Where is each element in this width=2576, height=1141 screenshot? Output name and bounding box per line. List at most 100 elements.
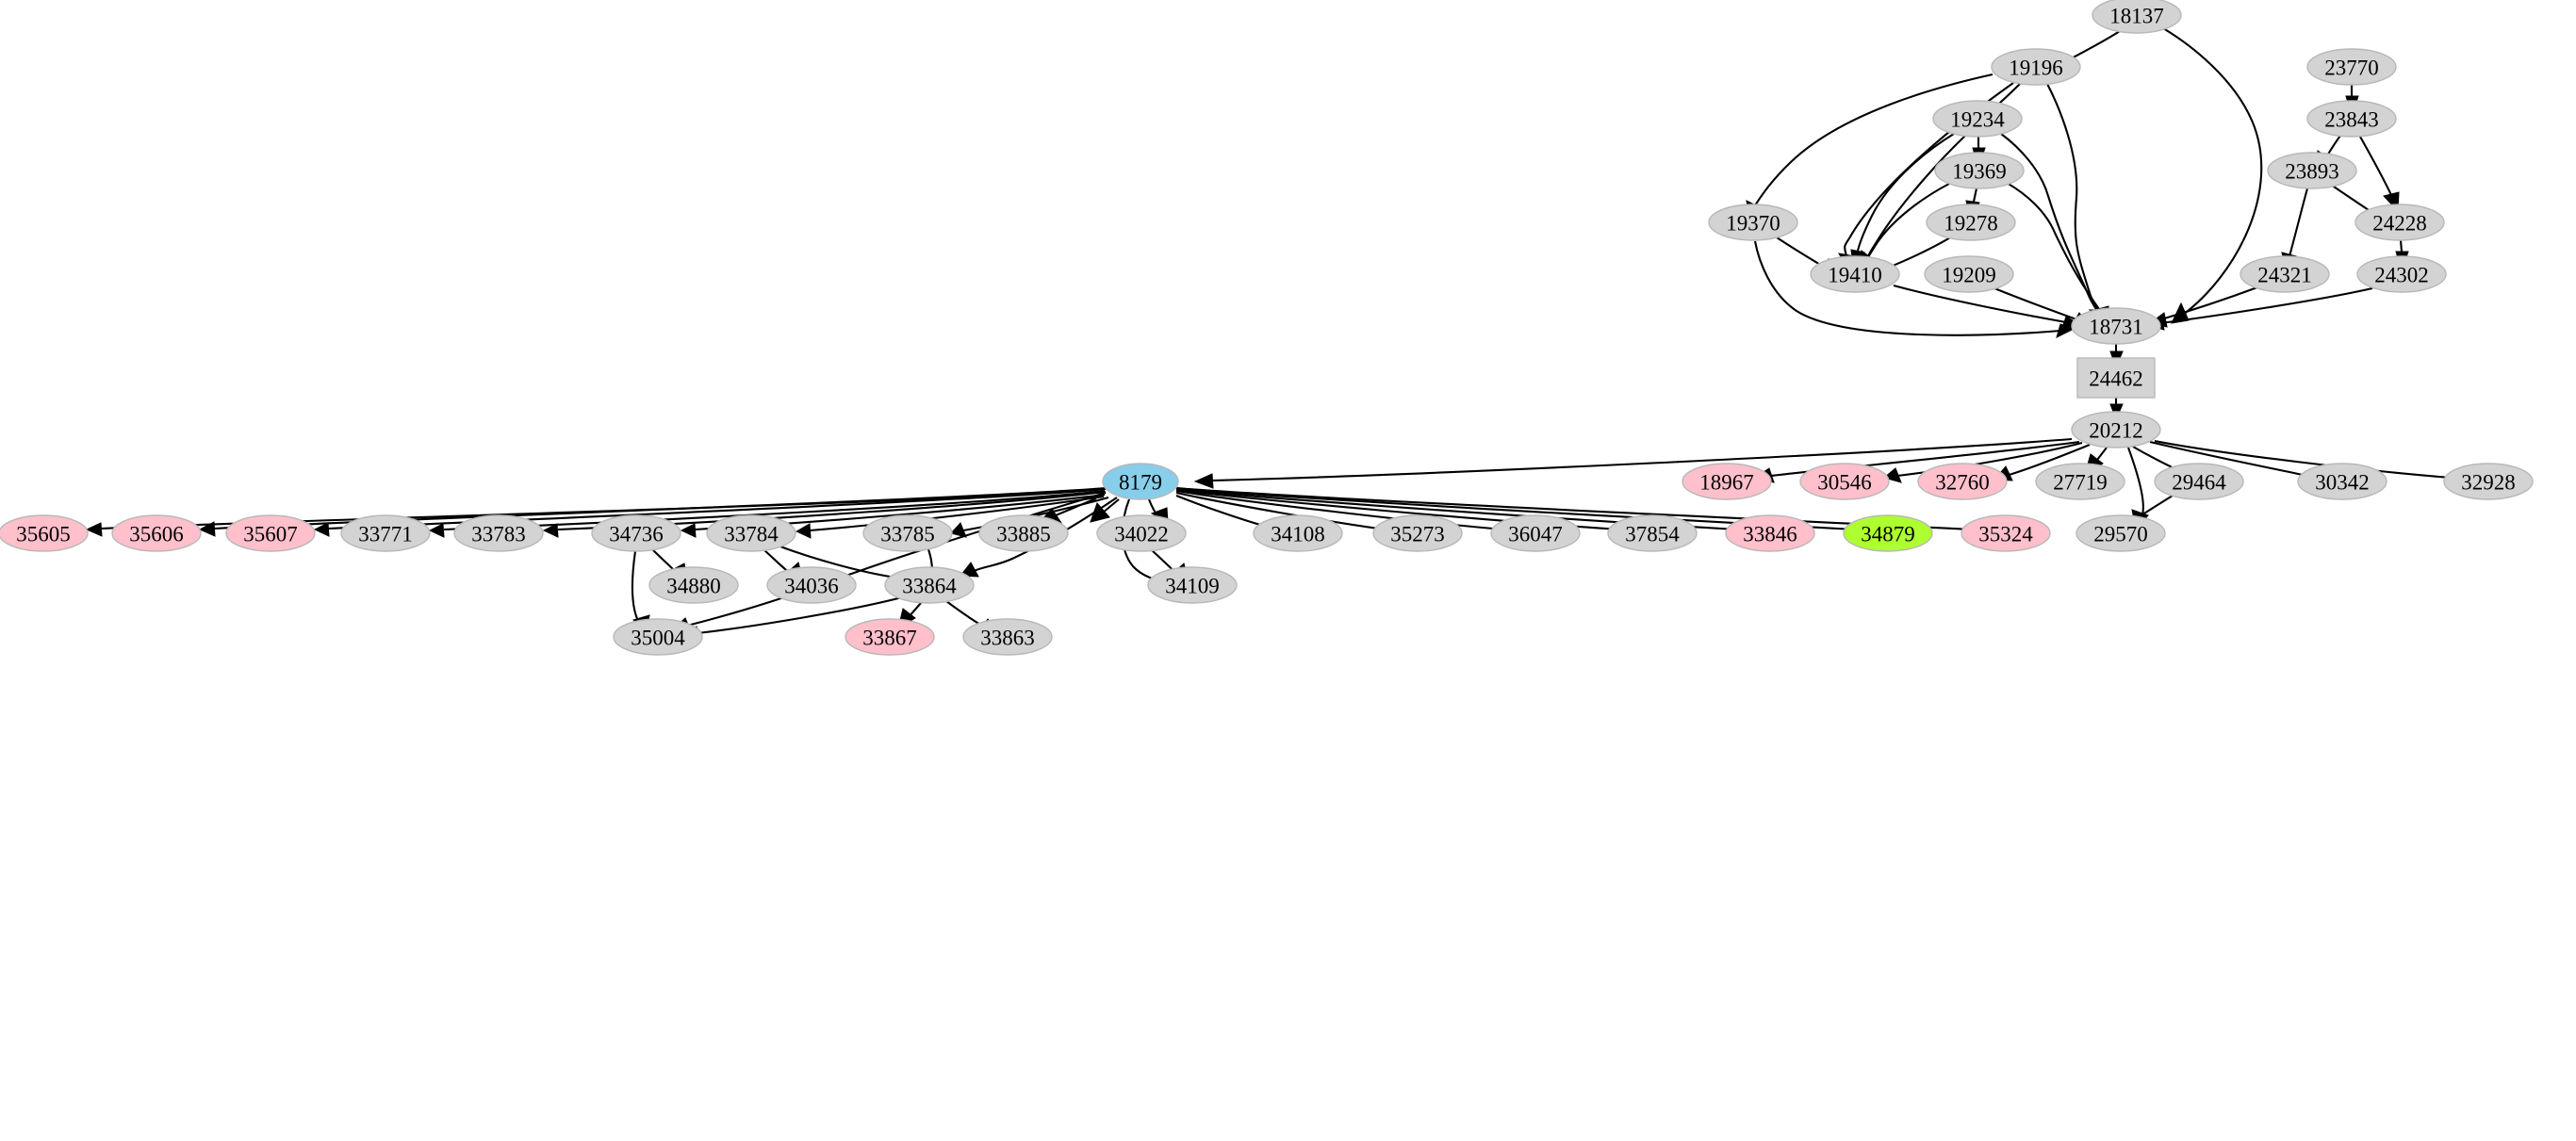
- node-ellipse-shape[interactable]: [2356, 255, 2447, 293]
- node-ellipse-shape[interactable]: [340, 514, 431, 552]
- graph-node-23893[interactable]: 23893: [2267, 152, 2357, 189]
- node-ellipse-shape[interactable]: [1147, 566, 1238, 604]
- graph-node-19410[interactable]: 19410: [1810, 255, 1900, 293]
- node-ellipse-shape[interactable]: [2035, 463, 2125, 500]
- node-ellipse-shape[interactable]: [1490, 514, 1581, 552]
- graph-node-34036[interactable]: 34036: [766, 566, 857, 604]
- graph-node-19196[interactable]: 19196: [1991, 48, 2081, 86]
- graph-node-18137[interactable]: 18137: [2092, 0, 2182, 34]
- graph-node-24302[interactable]: 24302: [2356, 255, 2447, 293]
- graph-node-20212[interactable]: 20212: [2071, 411, 2161, 448]
- graph-node-34108[interactable]: 34108: [1253, 514, 1343, 552]
- graph-node-30342[interactable]: 30342: [2297, 463, 2387, 500]
- node-ellipse-shape[interactable]: [1926, 204, 2016, 241]
- node-ellipse-shape[interactable]: [2306, 48, 2397, 86]
- graph-node-33785[interactable]: 33785: [862, 514, 953, 552]
- node-ellipse-shape[interactable]: [648, 566, 739, 604]
- graph-node-8179[interactable]: 8179: [1102, 463, 1179, 500]
- graph-node-33867[interactable]: 33867: [845, 618, 935, 656]
- graph-node-34736[interactable]: 34736: [591, 514, 681, 552]
- node-ellipse-shape[interactable]: [706, 514, 796, 552]
- graph-node-23843[interactable]: 23843: [2306, 100, 2397, 138]
- node-ellipse-shape[interactable]: [2354, 204, 2445, 241]
- node-ellipse-shape[interactable]: [1372, 514, 1463, 552]
- node-ellipse-shape[interactable]: [2154, 463, 2244, 500]
- graph-node-24228[interactable]: 24228: [2354, 204, 2445, 241]
- node-ellipse-shape[interactable]: [2240, 255, 2330, 293]
- graph-node-27719[interactable]: 27719: [2035, 463, 2125, 500]
- graph-node-23770[interactable]: 23770: [2306, 48, 2397, 86]
- graph-node-35605[interactable]: 35605: [0, 514, 89, 552]
- node-ellipse-shape[interactable]: [1682, 463, 1772, 500]
- node-ellipse-shape[interactable]: [845, 618, 935, 656]
- graph-node-24462[interactable]: 24462: [2076, 357, 2156, 399]
- graph-node-33846[interactable]: 33846: [1725, 514, 1815, 552]
- graph-node-19209[interactable]: 19209: [1924, 255, 2014, 293]
- graph-node-35606[interactable]: 35606: [111, 514, 202, 552]
- node-ellipse-shape[interactable]: [2076, 514, 2166, 552]
- node-ellipse-shape[interactable]: [453, 514, 544, 552]
- node-ellipse-shape[interactable]: [2443, 463, 2534, 500]
- graph-node-33864[interactable]: 33864: [884, 566, 975, 604]
- node-ellipse-shape[interactable]: [2306, 100, 2397, 138]
- graph-node-24321[interactable]: 24321: [2240, 255, 2330, 293]
- node-ellipse-shape[interactable]: [1253, 514, 1343, 552]
- graph-node-35273[interactable]: 35273: [1372, 514, 1463, 552]
- graph-node-19278[interactable]: 19278: [1926, 204, 2016, 241]
- graph-node-34109[interactable]: 34109: [1147, 566, 1238, 604]
- node-ellipse-shape[interactable]: [2297, 463, 2387, 500]
- node-ellipse-shape[interactable]: [1096, 514, 1187, 552]
- node-ellipse-shape[interactable]: [225, 514, 316, 552]
- node-ellipse-shape[interactable]: [1725, 514, 1815, 552]
- graph-node-36047[interactable]: 36047: [1490, 514, 1581, 552]
- graph-node-37854[interactable]: 37854: [1607, 514, 1698, 552]
- node-ellipse-shape[interactable]: [0, 514, 89, 552]
- graph-node-19369[interactable]: 19369: [1934, 152, 2025, 189]
- node-ellipse-shape[interactable]: [591, 514, 681, 552]
- node-ellipse-shape[interactable]: [862, 514, 953, 552]
- graph-node-34022[interactable]: 34022: [1096, 514, 1187, 552]
- graph-node-35004[interactable]: 35004: [613, 618, 703, 656]
- graph-node-29464[interactable]: 29464: [2154, 463, 2244, 500]
- node-ellipse-shape[interactable]: [1932, 100, 2023, 138]
- graph-node-35324[interactable]: 35324: [1961, 514, 2051, 552]
- node-ellipse-shape[interactable]: [1607, 514, 1698, 552]
- node-ellipse-shape[interactable]: [1810, 255, 1900, 293]
- graph-node-18731[interactable]: 18731: [2071, 307, 2161, 345]
- graph-node-19370[interactable]: 19370: [1708, 204, 1798, 241]
- graph-node-33885[interactable]: 33885: [978, 514, 1069, 552]
- node-ellipse-shape[interactable]: [111, 514, 202, 552]
- node-ellipse-shape[interactable]: [1917, 463, 2008, 500]
- graph-node-33863[interactable]: 33863: [962, 618, 1053, 656]
- node-ellipse-shape[interactable]: [2071, 307, 2161, 345]
- node-ellipse-shape[interactable]: [766, 566, 857, 604]
- graph-node-18967[interactable]: 18967: [1682, 463, 1772, 500]
- node-box-shape[interactable]: [2076, 357, 2156, 399]
- graph-node-19234[interactable]: 19234: [1932, 100, 2023, 138]
- node-ellipse-shape[interactable]: [978, 514, 1069, 552]
- node-ellipse-shape[interactable]: [1991, 48, 2081, 86]
- graph-node-34880[interactable]: 34880: [648, 566, 739, 604]
- node-ellipse-shape[interactable]: [1934, 152, 2025, 189]
- graph-node-29570[interactable]: 29570: [2076, 514, 2166, 552]
- graph-node-30546[interactable]: 30546: [1799, 463, 1890, 500]
- graph-node-35607[interactable]: 35607: [225, 514, 316, 552]
- node-ellipse-shape[interactable]: [1961, 514, 2051, 552]
- node-ellipse-shape[interactable]: [1102, 463, 1179, 500]
- node-ellipse-shape[interactable]: [1708, 204, 1798, 241]
- graph-node-33784[interactable]: 33784: [706, 514, 796, 552]
- graph-node-33783[interactable]: 33783: [453, 514, 544, 552]
- graph-node-33771[interactable]: 33771: [340, 514, 431, 552]
- node-ellipse-shape[interactable]: [613, 618, 703, 656]
- node-ellipse-shape[interactable]: [1843, 514, 1933, 552]
- node-ellipse-shape[interactable]: [884, 566, 975, 604]
- node-ellipse-shape[interactable]: [1924, 255, 2014, 293]
- graph-node-34879[interactable]: 34879: [1843, 514, 1933, 552]
- node-ellipse-shape[interactable]: [2267, 152, 2357, 189]
- node-ellipse-shape[interactable]: [2092, 0, 2182, 34]
- node-ellipse-shape[interactable]: [962, 618, 1053, 656]
- graph-node-32760[interactable]: 32760: [1917, 463, 2008, 500]
- node-ellipse-shape[interactable]: [1799, 463, 1890, 500]
- graph-node-32928[interactable]: 32928: [2443, 463, 2534, 500]
- node-ellipse-shape[interactable]: [2071, 411, 2161, 448]
